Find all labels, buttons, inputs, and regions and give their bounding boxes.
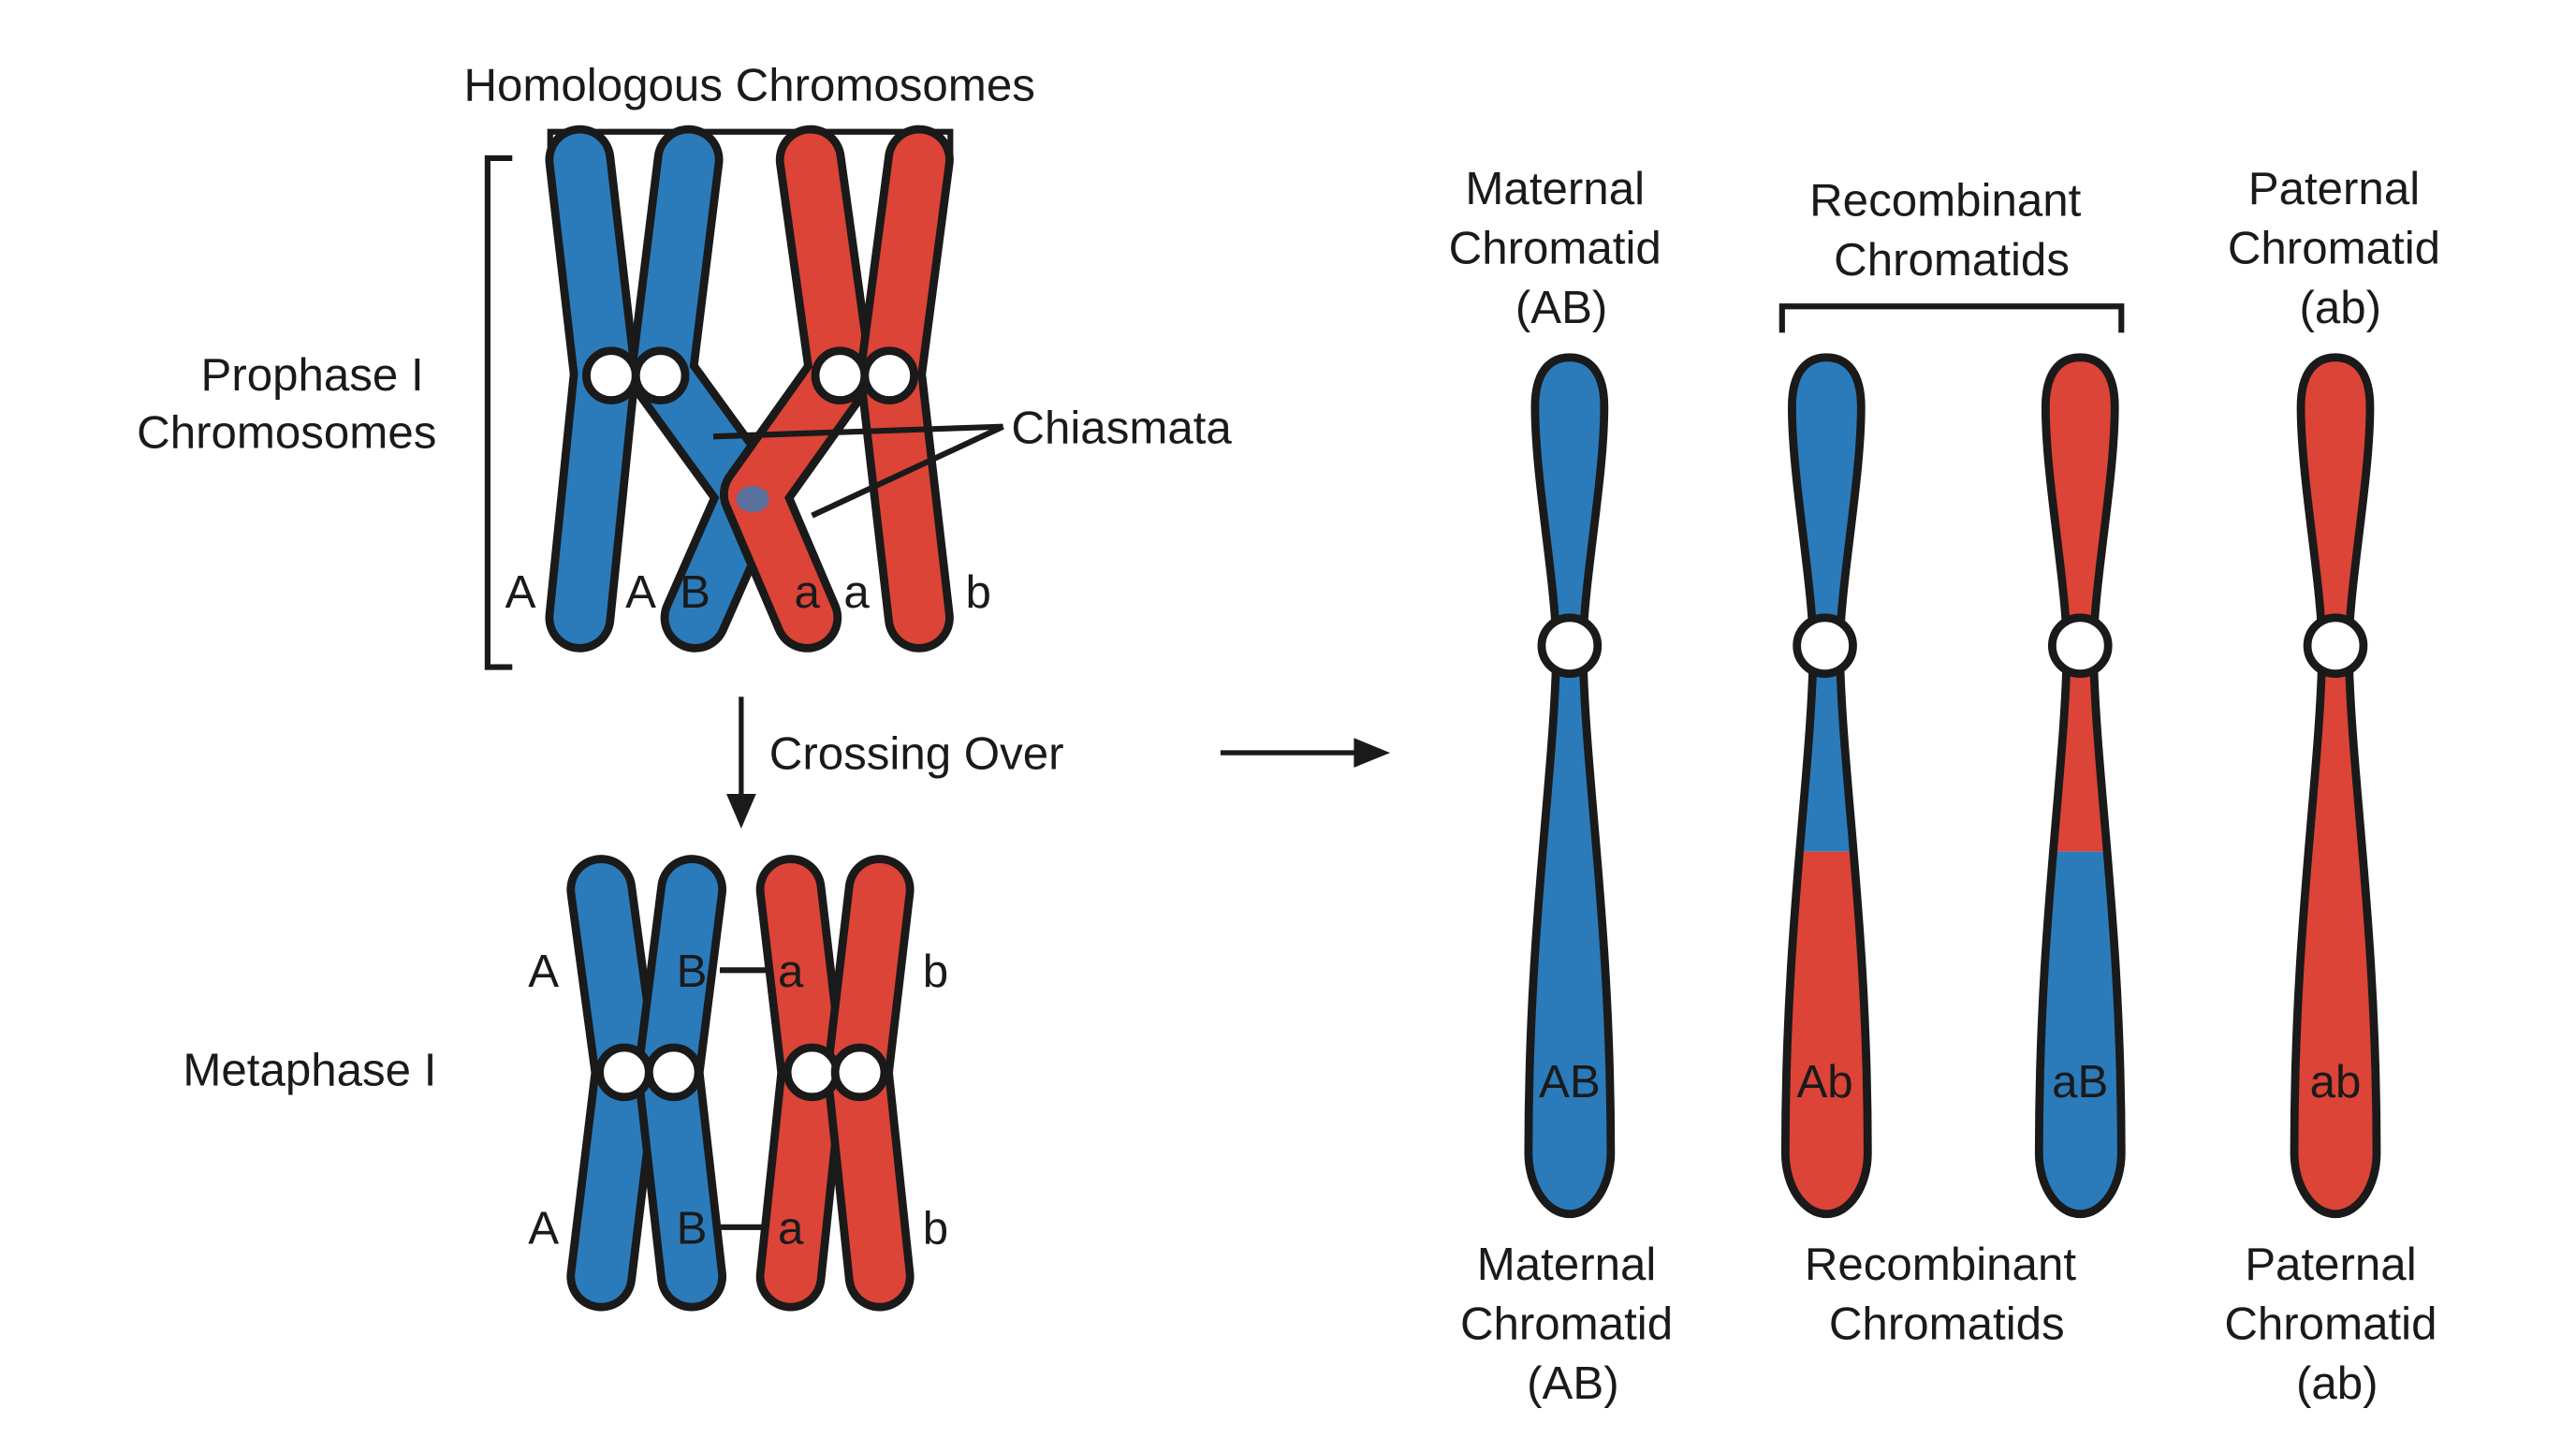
metaphase-allele-bottom-3: a bbox=[778, 1202, 804, 1254]
recombinant-heading-top-line1: Recombinant bbox=[1809, 174, 2082, 226]
metaphase-centromere-2 bbox=[644, 1043, 703, 1102]
paternal-caption-line2: Chromatid bbox=[2224, 1298, 2437, 1349]
recombinant-caption-bottom: Recombinant Chromatids bbox=[1805, 1239, 2089, 1349]
product-chromatid-recombinant-1: Ab bbox=[1780, 353, 1872, 1219]
maternal-heading-top-line3: (AB) bbox=[1515, 282, 1608, 333]
product-genotype-3: aB bbox=[2052, 1056, 2108, 1108]
maternal-caption-line3: (AB) bbox=[1527, 1357, 1619, 1409]
paternal-caption-line3: (ab) bbox=[2296, 1357, 2378, 1409]
metaphase-allele-bottom-4: b bbox=[923, 1202, 948, 1254]
product-chromatid-recombinant-2: aB bbox=[2034, 353, 2126, 1219]
product-genotype-1: AB bbox=[1539, 1056, 1601, 1108]
maternal-caption-line2: Chromatid bbox=[1460, 1298, 1673, 1349]
metaphase-allele-top-3: a bbox=[778, 946, 804, 997]
prophase-allele-labels: A A B a a b bbox=[505, 566, 991, 618]
metaphase-label: Metaphase I bbox=[183, 1044, 436, 1095]
product-centromere-1 bbox=[1537, 613, 1603, 679]
prophase-centromere-2 bbox=[631, 346, 690, 404]
metaphase-allele-bottom-1: A bbox=[528, 1202, 559, 1254]
metaphase-allele-bottom-2: B bbox=[677, 1202, 708, 1254]
prophase-centromere-1 bbox=[582, 346, 640, 404]
product-centromere-2 bbox=[1793, 613, 1857, 679]
chiasma-crossing-spot bbox=[736, 486, 769, 513]
homologous-chromosomes-title: Homologous Chromosomes bbox=[463, 59, 1034, 110]
metaphase-allele-top-1: A bbox=[528, 946, 559, 997]
prophase-allele-6: b bbox=[966, 566, 991, 618]
prophase-label: Prophase I Chromosomes bbox=[137, 349, 436, 459]
maternal-caption-line1: Maternal bbox=[1477, 1239, 1657, 1290]
paternal-caption-line1: Paternal bbox=[2245, 1239, 2416, 1290]
paternal-heading-top: Paternal Chromatid (ab) bbox=[2228, 163, 2453, 333]
maternal-heading-top-line2: Chromatid bbox=[1449, 223, 1661, 274]
prophase-allele-1: A bbox=[505, 566, 536, 618]
product-centromere-3 bbox=[2047, 613, 2113, 679]
prophase-allele-5: a bbox=[843, 566, 870, 618]
metaphase-centromere-3 bbox=[783, 1043, 842, 1102]
prophase-allele-3: B bbox=[680, 566, 710, 618]
paternal-heading-top-line3: (ab) bbox=[2299, 282, 2381, 333]
recombinant-bracket bbox=[1778, 303, 2125, 333]
chiasmata-pointer-1 bbox=[712, 423, 1003, 440]
metaphase-chromosomes bbox=[566, 855, 915, 1312]
product-genotype-2: Ab bbox=[1796, 1056, 1852, 1108]
prophase-label-line1: Prophase I bbox=[200, 349, 423, 401]
prophase-allele-2: A bbox=[625, 566, 656, 618]
product-chromatid-maternal: AB bbox=[1524, 353, 1616, 1219]
metaphase-centromere-1 bbox=[595, 1043, 653, 1102]
chiasmata-pointer-2 bbox=[811, 423, 1004, 519]
metaphase-allele-top-2: B bbox=[677, 946, 708, 997]
prophase-centromere-3 bbox=[811, 346, 870, 404]
recombinant-caption-line2: Chromatids bbox=[1829, 1298, 2065, 1349]
products-arrow bbox=[1220, 738, 1391, 768]
maternal-heading-top: Maternal Chromatid (AB) bbox=[1449, 163, 1675, 333]
recombinant-caption-line1: Recombinant bbox=[1805, 1239, 2077, 1290]
maternal-caption-bottom: Maternal Chromatid (AB) bbox=[1460, 1239, 1686, 1409]
maternal-heading-top-line1: Maternal bbox=[1465, 163, 1645, 214]
chiasmata-label: Chiasmata bbox=[1011, 402, 1232, 453]
product-chromatid-paternal: ab bbox=[2290, 353, 2381, 1219]
metaphase-allele-labels: A B a b A B a b bbox=[528, 946, 948, 1254]
prophase-centromere-4 bbox=[860, 346, 919, 404]
recombinant-heading-top-line2: Chromatids bbox=[1834, 234, 2070, 286]
prophase-bracket bbox=[484, 154, 513, 670]
prophase-label-line2: Chromosomes bbox=[137, 407, 436, 459]
prophase-allele-4: a bbox=[795, 566, 821, 618]
metaphase-allele-top-4: b bbox=[923, 946, 948, 997]
paternal-caption-bottom: Paternal Chromatid (ab) bbox=[2224, 1239, 2450, 1409]
product-centromere-4 bbox=[2303, 613, 2368, 679]
crossing-over-label: Crossing Over bbox=[769, 728, 1064, 780]
paternal-heading-top-line1: Paternal bbox=[2248, 163, 2420, 214]
recombinant-heading-top: Recombinant Chromatids bbox=[1809, 174, 2094, 285]
paternal-heading-top-line2: Chromatid bbox=[2228, 223, 2440, 274]
crossing-over-arrow bbox=[726, 697, 756, 829]
prophase-chromosomes bbox=[545, 125, 954, 653]
metaphase-centromere-4 bbox=[830, 1043, 889, 1102]
product-genotype-4: ab bbox=[2310, 1056, 2362, 1108]
